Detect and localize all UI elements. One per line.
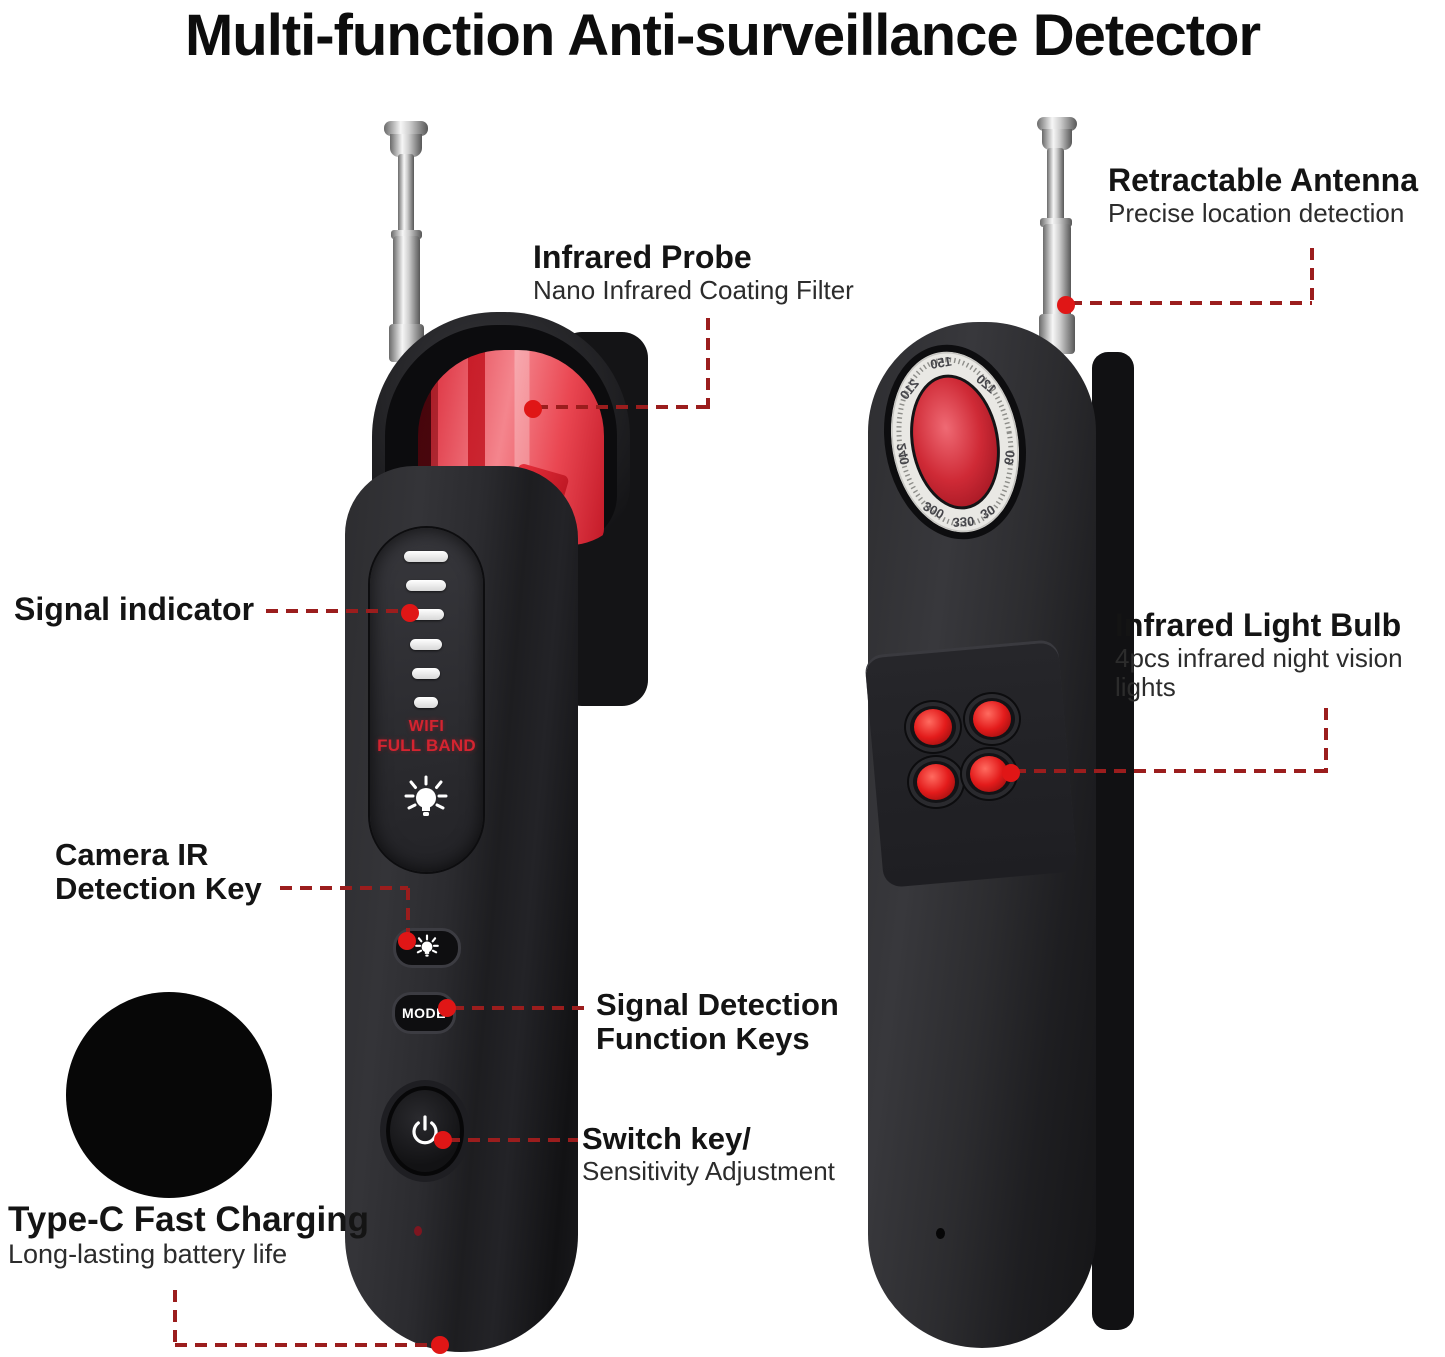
callout-subtitle: Nano Infrared Coating Filter (533, 274, 854, 305)
mic-hole (936, 1228, 945, 1239)
callout-line (1324, 708, 1328, 773)
callout-line (1014, 769, 1326, 773)
signal-bar (408, 609, 444, 620)
dial-number: 150 (929, 353, 953, 372)
callout-title: Type-C Fast Charging (8, 1200, 370, 1239)
callout-title: Infrared Probe (533, 239, 752, 275)
dial-number: 330 (952, 514, 975, 530)
antenna-rod (1047, 148, 1064, 224)
signal-bar (406, 580, 446, 591)
callout-line2: Function Keys (596, 1021, 810, 1057)
callout-line (452, 1006, 592, 1010)
callout-line2: Detection Key (55, 871, 262, 907)
ir-bulb (909, 757, 963, 807)
callout-infrared-light-bulb: Infrared Light Bulb 4pcs infrared night … (1115, 607, 1445, 702)
dial-number: 60 (1001, 449, 1018, 465)
antenna-collar (391, 230, 422, 239)
callout-subtitle: 4pcs infrared night vision lights (1115, 642, 1403, 702)
charging-indicator-dot (414, 1226, 422, 1236)
signal-bars (370, 528, 483, 872)
antenna-cap (384, 121, 428, 136)
callout-title: Switch key/ (582, 1121, 751, 1156)
antenna-cap-base (390, 134, 422, 157)
callout-line (1310, 248, 1314, 305)
callout-line (706, 318, 710, 409)
callout-line (266, 609, 406, 613)
callout-line1: Camera IR (55, 837, 209, 872)
camera-ir-key-button (393, 928, 461, 968)
callout-dot (1057, 296, 1075, 314)
callout-retractable-antenna: Retractable Antenna Precise location det… (1108, 162, 1418, 228)
callout-line (406, 888, 410, 936)
callout-title: Retractable Antenna (1108, 162, 1418, 198)
side-edge (1092, 352, 1134, 1330)
callout-dot (438, 999, 456, 1017)
callout-signal-detection-keys: Signal Detection Function Keys (596, 987, 839, 1057)
panel-label-fullband: FULL BAND (377, 736, 476, 755)
callout-line (448, 1138, 578, 1142)
callout-line (173, 1290, 177, 1345)
signal-bar (412, 668, 440, 679)
panel-label-wifi: WIFI (408, 718, 445, 735)
callout-line (536, 405, 708, 409)
callout-camera-ir-key: Camera IR Detection Key (55, 837, 262, 907)
ir-bulb (965, 694, 1019, 744)
bulb-icon (415, 934, 439, 957)
antenna-tube (393, 236, 420, 328)
power-button (386, 1086, 464, 1176)
callout-switch-key: Switch key/ Sensitivity Adjustment (582, 1121, 835, 1186)
callout-title: Signal indicator (14, 591, 255, 627)
antenna-cap (1037, 117, 1077, 131)
signal-bar (414, 697, 438, 708)
indicator-panel: WIFI FULL BAND (370, 528, 483, 872)
dial-number: 240 (893, 442, 912, 466)
callout-signal-indicator: Signal indicator (14, 591, 255, 628)
antenna-collar (1040, 218, 1072, 227)
dial-number: 30 (978, 502, 998, 522)
callout-dot (524, 400, 542, 418)
callout-subtitle: Precise location detection (1108, 197, 1405, 228)
callout-infrared-probe: Infrared Probe Nano Infrared Coating Fil… (533, 239, 854, 305)
callout-line1: Signal Detection (596, 987, 839, 1022)
callout-dot (398, 932, 416, 950)
antenna-cap-base (1042, 129, 1072, 150)
callout-dot (401, 604, 419, 622)
callout-title: Infrared Light Bulb (1115, 607, 1402, 643)
callout-type-c: Type-C Fast Charging Long-lasting batter… (8, 1200, 369, 1269)
callout-line (280, 886, 408, 890)
page-title: Multi-function Anti-surveillance Detecto… (184, 3, 1261, 68)
bulb-icon (404, 775, 448, 816)
callout-dot (434, 1131, 452, 1149)
port-detail-circle (66, 992, 272, 1198)
callout-dot (431, 1336, 449, 1354)
callout-subtitle: Sensitivity Adjustment (582, 1155, 835, 1186)
callout-subtitle: Long-lasting battery life (8, 1239, 288, 1270)
callout-dot (1002, 764, 1020, 782)
signal-bar (410, 639, 442, 650)
ir-bulb (906, 702, 960, 752)
power-icon (412, 1115, 438, 1145)
callout-line (1070, 301, 1312, 305)
antenna-rod (398, 154, 414, 236)
callout-line (175, 1343, 436, 1347)
mode-button-label: MODE (402, 1005, 446, 1021)
signal-bar (404, 551, 448, 562)
panel-label: WIFI FULL BAND (370, 718, 483, 756)
